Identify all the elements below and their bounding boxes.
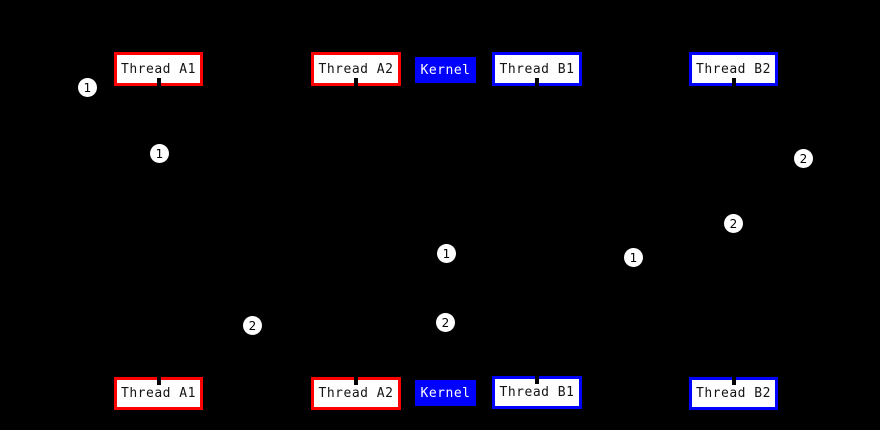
lifeline-tick	[731, 376, 736, 385]
participant-box-thread-b2-top: Thread B2	[689, 52, 778, 87]
participant-label: Thread B2	[696, 386, 771, 401]
participant-label: Kernel	[420, 62, 471, 78]
participant-box-thread-b1-top: Thread B1	[492, 52, 582, 87]
participant-box-thread-b2-bottom: Thread B2	[689, 376, 778, 410]
participant-label: Thread A1	[121, 61, 196, 77]
participant-box-thread-a1-top: Thread A1	[114, 52, 203, 87]
participant-label: Thread B2	[696, 61, 771, 77]
participant-label: Thread A1	[121, 386, 196, 401]
step-badge: 2	[724, 214, 743, 233]
step-badge: 1	[78, 78, 97, 97]
lifeline-tick	[535, 375, 539, 384]
participant-box-kernel-bottom: Kernel	[415, 380, 476, 406]
participant-box-kernel-top: Kernel	[415, 57, 476, 83]
participant-label: Kernel	[420, 385, 471, 401]
lifeline-tick	[731, 78, 736, 87]
step-badge: 1	[437, 244, 456, 263]
participant-label: Thread A2	[318, 386, 394, 401]
lifeline-tick	[156, 78, 161, 87]
step-badge: 1	[624, 248, 643, 267]
step-badge: 2	[436, 313, 455, 332]
lifeline-tick	[535, 78, 539, 87]
participant-box-thread-a2-bottom: Thread A2	[311, 376, 401, 410]
lifeline-tick	[354, 78, 358, 87]
participant-label: Thread B1	[499, 385, 575, 400]
step-badge: 1	[150, 144, 169, 163]
participant-box-thread-a2-top: Thread A2	[311, 52, 401, 87]
lifeline-tick	[156, 376, 161, 385]
step-badge: 2	[794, 149, 813, 168]
participant-label: Thread B1	[499, 61, 575, 77]
lifeline-tick	[354, 376, 358, 385]
participant-box-thread-b1-bottom: Thread B1	[492, 375, 582, 409]
step-badge: 2	[243, 316, 262, 335]
participant-box-thread-a1-bottom: Thread A1	[114, 376, 203, 410]
participant-label: Thread A2	[318, 61, 394, 77]
